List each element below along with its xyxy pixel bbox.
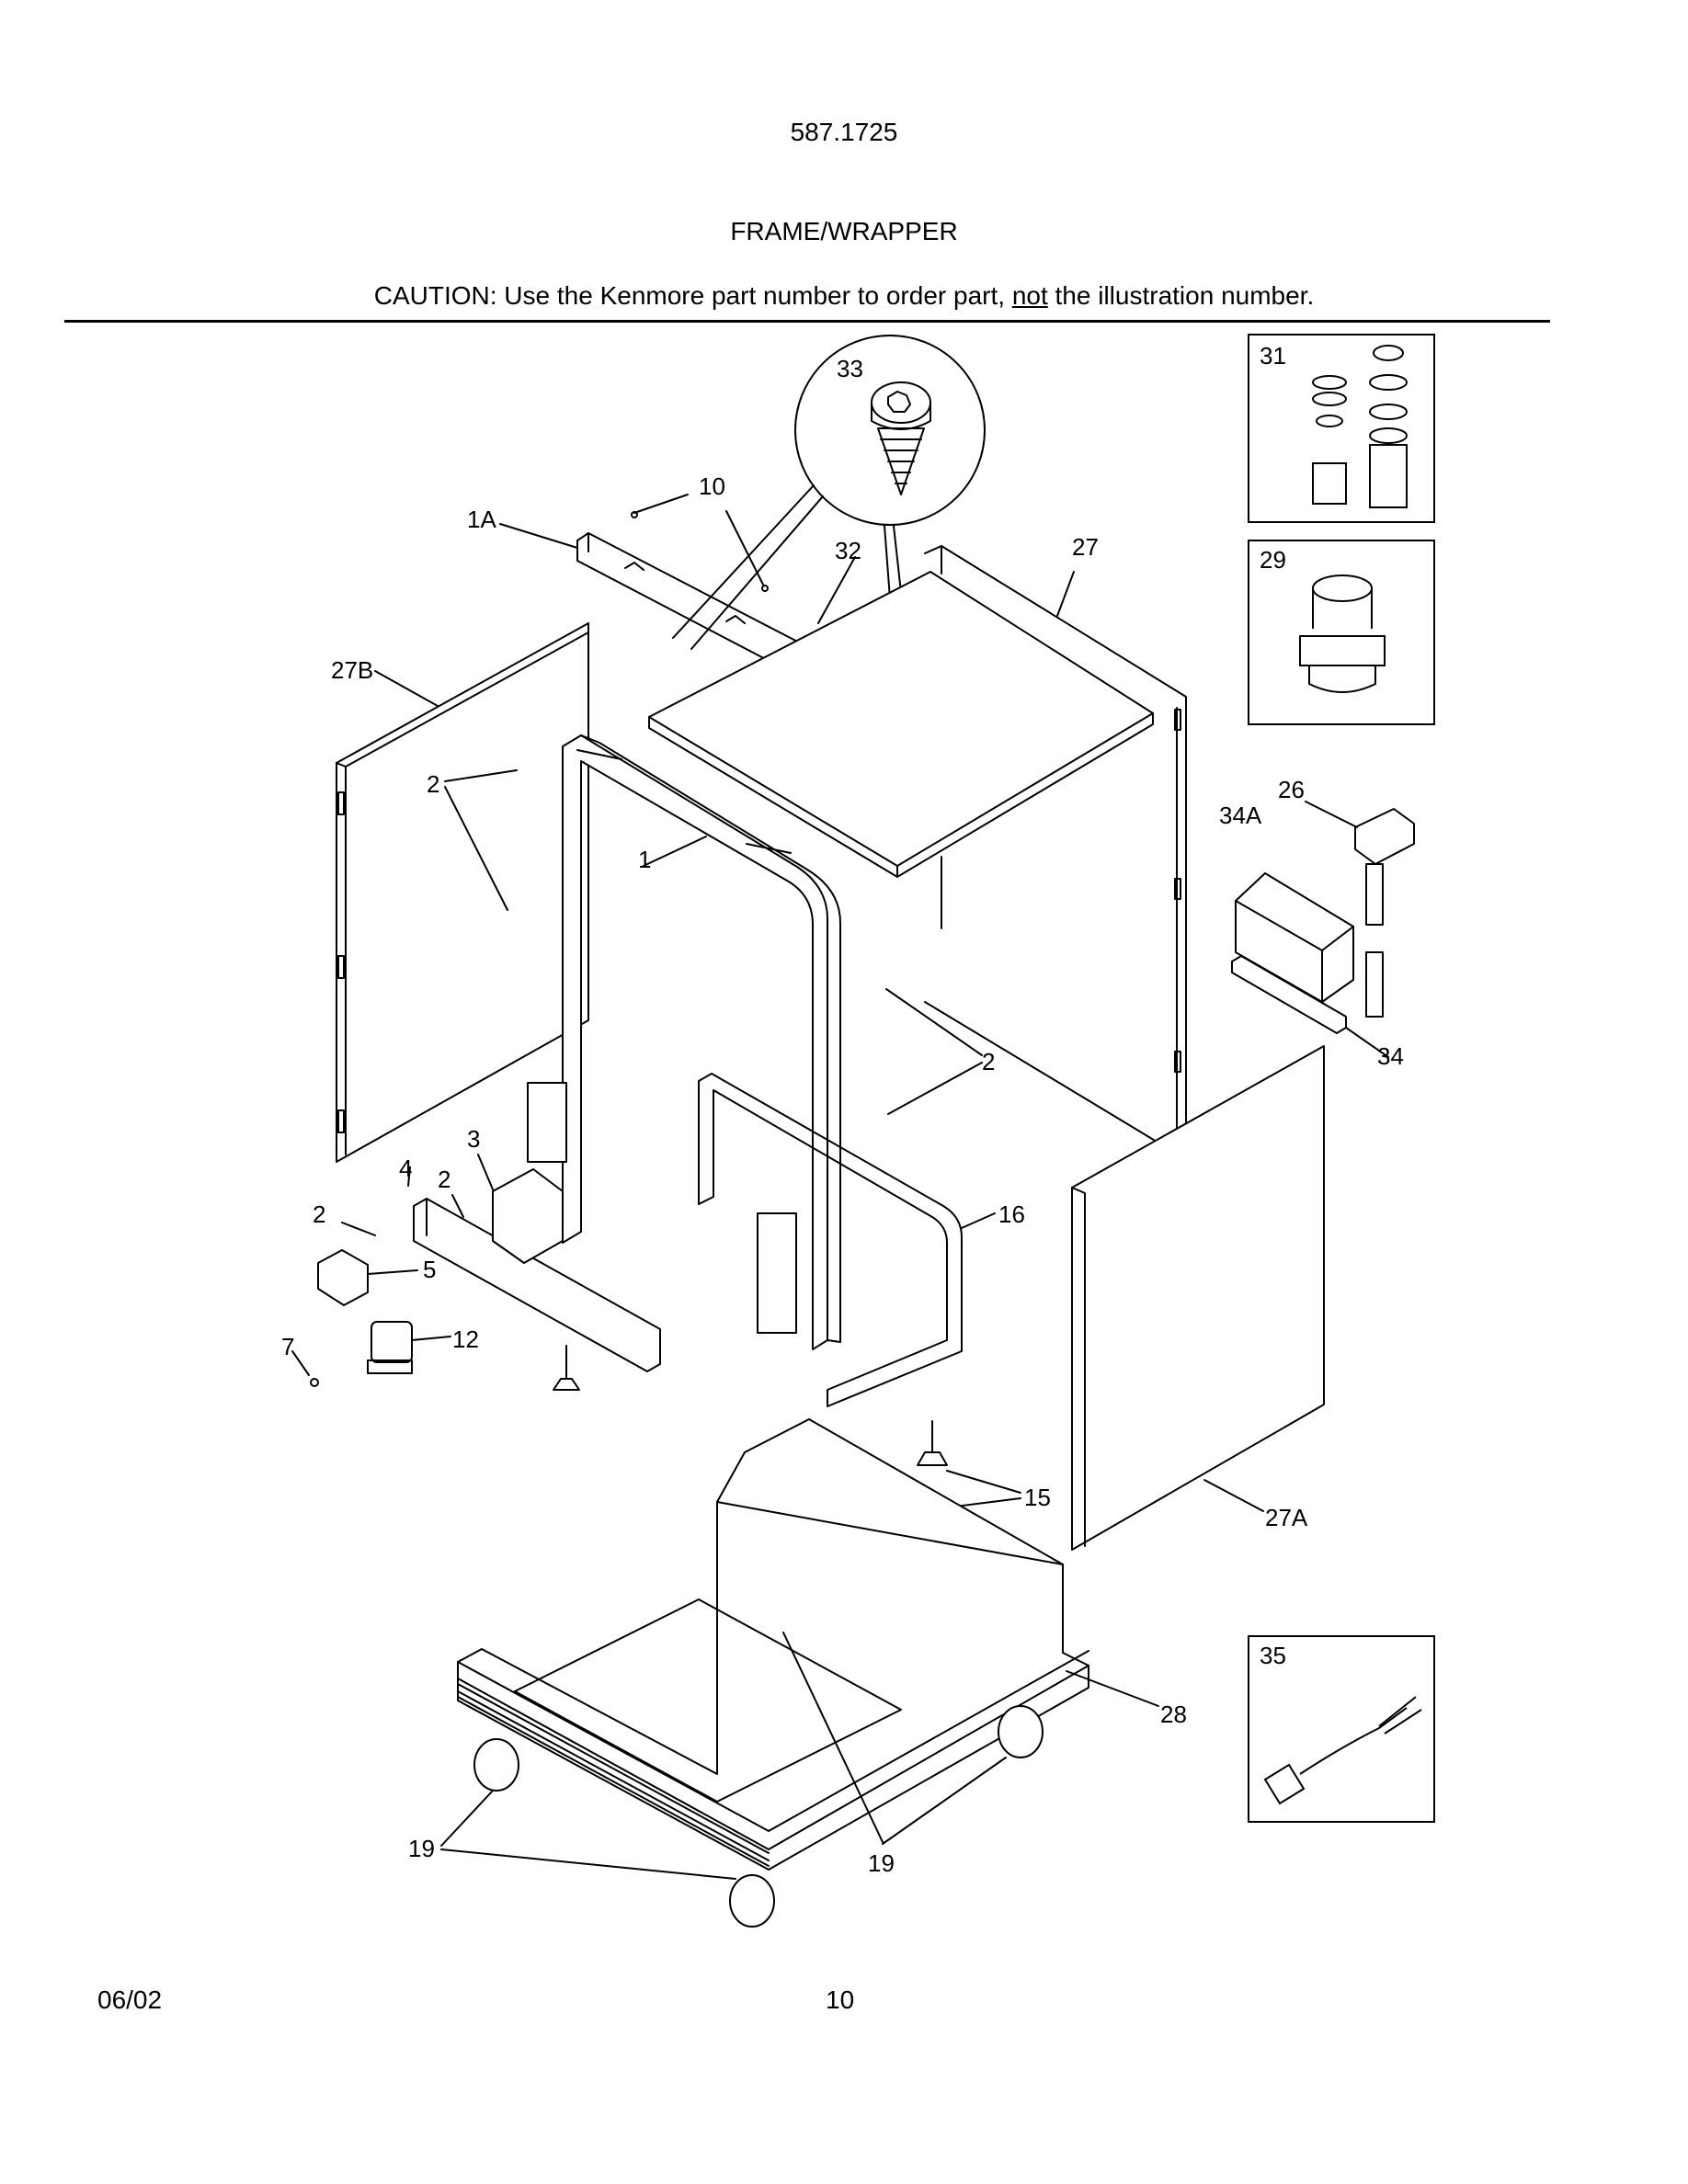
part-4-rail xyxy=(407,1166,661,1372)
caution-note: CAUTION: Use the Kenmore part number to … xyxy=(0,281,1688,311)
callout-26: 26 xyxy=(1278,776,1305,803)
inset-label-35: 35 xyxy=(1260,1642,1286,1669)
callout-34a: 34A xyxy=(1219,802,1262,829)
inset-label-31: 31 xyxy=(1260,342,1286,370)
callout-27: 27 xyxy=(1072,533,1099,561)
part-32-top-panel xyxy=(648,556,1154,878)
callout-27a: 27A xyxy=(1265,1504,1308,1531)
callout-2-lower: 2 xyxy=(438,1166,451,1193)
callout-5: 5 xyxy=(423,1256,436,1283)
callout-10: 10 xyxy=(699,472,725,500)
inset-label-29: 29 xyxy=(1260,546,1286,574)
part-34a-box xyxy=(1235,872,1354,1003)
callout-2-upper: 2 xyxy=(427,770,439,798)
footer-date: 06/02 xyxy=(97,1985,163,2014)
callout-12: 12 xyxy=(452,1325,479,1353)
callout-15: 15 xyxy=(1024,1484,1051,1511)
inset-31-seals xyxy=(1248,334,1435,523)
callout-16: 16 xyxy=(998,1200,1025,1228)
callout-19-center: 19 xyxy=(868,1849,895,1877)
part-7-screw xyxy=(291,1350,319,1387)
part-34-clip xyxy=(1231,955,1389,1058)
callout-1a: 1A xyxy=(467,506,496,533)
callout-2-left: 2 xyxy=(313,1200,325,1228)
header-rule xyxy=(64,320,1550,323)
part-27b-left-panel xyxy=(336,622,589,1163)
footer-page-number: 10 xyxy=(826,1985,855,2014)
section-title: FRAME/WRAPPER xyxy=(730,217,958,245)
part-19-casters xyxy=(440,1632,1044,1928)
part-27a-right-panel xyxy=(1071,1045,1325,1551)
callout-1: 1 xyxy=(638,846,651,873)
detail-circle-screw-33 xyxy=(672,335,986,793)
part-28-base xyxy=(457,1418,1159,1871)
part-1-upper-frame xyxy=(527,734,841,1350)
callout-4: 4 xyxy=(399,1155,412,1182)
part-2-screws xyxy=(341,769,983,1236)
part-5-switch xyxy=(317,1249,418,1306)
callout-2-right: 2 xyxy=(982,1048,995,1075)
part-16-lower-frame xyxy=(698,1073,996,1407)
caution-emphasis: not xyxy=(1011,281,1048,310)
model-number: 587.1725 xyxy=(790,118,898,146)
inset-35-power-cord xyxy=(1248,1635,1435,1823)
part-10-screws xyxy=(631,494,769,592)
callout-3: 3 xyxy=(467,1125,480,1153)
caution-text-start: CAUTION: Use the Kenmore part number to … xyxy=(373,281,1012,310)
part-27-wrapper xyxy=(924,545,1187,1154)
caution-text-end: the illustration number. xyxy=(1047,281,1315,310)
callout-33: 33 xyxy=(837,355,863,382)
inset-29-fitting xyxy=(1248,540,1435,725)
callout-28: 28 xyxy=(1160,1701,1187,1728)
callout-7: 7 xyxy=(281,1333,294,1360)
part-12-solenoid xyxy=(367,1321,451,1374)
callout-19-left: 19 xyxy=(408,1835,435,1862)
part-3-hinge xyxy=(477,1154,564,1264)
callout-27b: 27B xyxy=(331,656,373,684)
callout-32: 32 xyxy=(835,537,861,564)
part-26-valve xyxy=(1305,801,1415,1018)
callout-34: 34 xyxy=(1377,1042,1404,1070)
